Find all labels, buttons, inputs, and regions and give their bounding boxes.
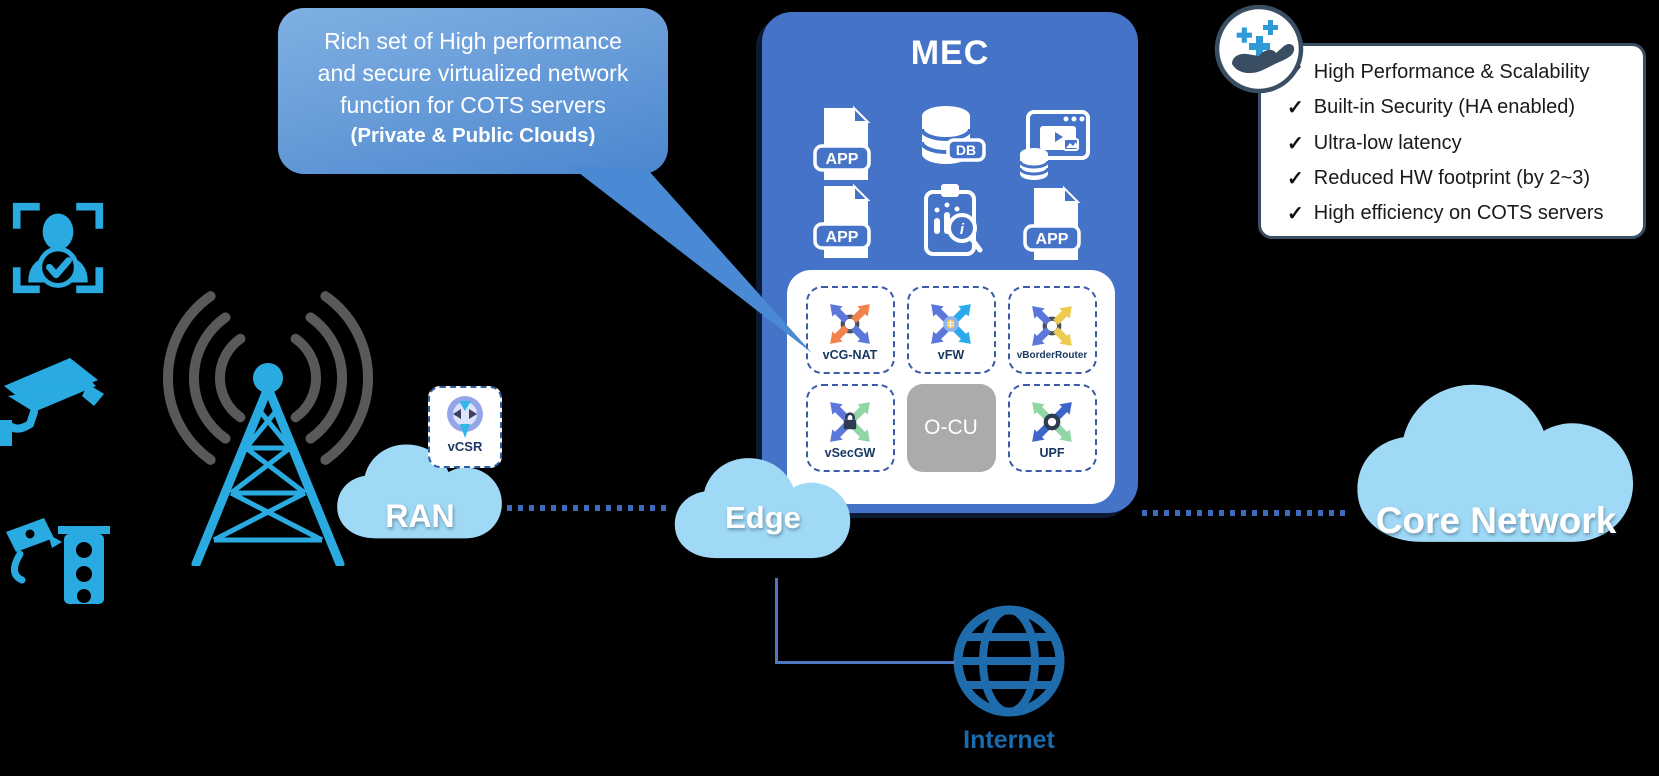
vnf-tile-vfw: vFW xyxy=(906,286,996,374)
vnf-tile-vborderrouter: vBorderRouter xyxy=(1007,286,1097,374)
benefit-text: Ultra-low latency xyxy=(1313,131,1462,154)
mec-core-dotted-link xyxy=(1142,510,1347,516)
vnf-tile-upf: UPF xyxy=(1007,384,1097,472)
firewall-arrows-icon xyxy=(931,304,971,344)
benefit-text: Reduced HW footprint (by 2~3) xyxy=(1313,166,1591,189)
ran-edge-dotted-link xyxy=(507,505,667,511)
vnf-tile-label: vCG-NAT xyxy=(822,348,878,362)
vcsr-label: vCSR xyxy=(447,439,483,454)
callout-line-2: and secure virtualized network xyxy=(317,60,629,86)
benefit-text: High efficiency on COTS servers xyxy=(1313,202,1604,224)
vnf-panel: vCG-NAT vFW xyxy=(787,270,1115,504)
svg-text:i: i xyxy=(960,221,965,238)
edge-internet-link-horizontal xyxy=(775,661,955,664)
benefit-item: ✓ Ultra-low latency xyxy=(1287,131,1633,156)
benefit-item: ✓ Built-in Security (HA enabled) xyxy=(1287,95,1633,120)
vnf-tile-label: UPF xyxy=(1039,446,1065,460)
radio-waves-icon xyxy=(162,291,374,465)
vcsr-tile: vCSR xyxy=(428,386,502,468)
hand-sparkles-icon xyxy=(1214,4,1304,94)
callout-pointer xyxy=(570,166,812,353)
checkmark-icon: ✓ xyxy=(1287,97,1304,120)
cell-tower-icon xyxy=(162,291,374,566)
mec-box: MEC APP DB xyxy=(762,12,1138,513)
checkmark-icon: ✓ xyxy=(1287,203,1304,225)
vnf-tile-label: vSecGW xyxy=(824,446,876,460)
benefit-text: High Performance & Scalability xyxy=(1313,61,1590,83)
face-recognition-icon xyxy=(12,202,104,294)
svg-text:APP: APP xyxy=(826,229,859,246)
vnf-tile-label: vFW xyxy=(937,348,965,362)
ran-label: RAN xyxy=(385,498,455,534)
callout-line-1: Rich set of High performance xyxy=(324,28,622,54)
callout-line-3: function for COTS servers xyxy=(340,92,606,118)
vnf-tile-vsecgw: vSecGW xyxy=(805,384,895,472)
checkmark-icon: ✓ xyxy=(1287,167,1304,190)
svg-text:APP: APP xyxy=(1036,231,1069,248)
vnf-tile-ocu: O-CU xyxy=(906,384,996,472)
traffic-camera-icon xyxy=(6,518,110,604)
secgw-lock-arrows-icon xyxy=(830,402,870,442)
vcsr-router-icon xyxy=(447,396,483,438)
cloud-icon xyxy=(1357,384,1634,542)
app-file-icon: APP xyxy=(1023,185,1081,260)
callout-line-4: (Private & Public Clouds) xyxy=(350,124,596,147)
callout-bubble: Rich set of High performance and secure … xyxy=(278,8,668,174)
app-file-icon: APP xyxy=(813,105,871,180)
internet-globe-icon xyxy=(953,605,1065,717)
benefits-box: ✓ High Performance & Scalability ✓ Built… xyxy=(1258,43,1646,239)
database-icon: DB xyxy=(920,106,986,164)
analytics-clipboard-icon: i xyxy=(924,184,983,256)
nat-arrows-icon xyxy=(830,304,870,344)
vnf-tile-label: O-CU xyxy=(924,416,978,439)
benefit-text: Built-in Security (HA enabled) xyxy=(1313,96,1575,119)
checkmark-icon: ✓ xyxy=(1287,132,1304,155)
mec-title: MEC xyxy=(910,34,990,72)
edge-internet-link-vertical xyxy=(775,578,778,663)
app-file-icon: APP xyxy=(813,183,871,258)
benefit-item: ✓ High Performance & Scalability xyxy=(1287,60,1633,85)
edge-label: Edge xyxy=(725,500,801,535)
cloud-icon xyxy=(674,458,851,559)
vnf-tile-vcg-nat: vCG-NAT xyxy=(805,286,895,374)
core-network-label: Core Network xyxy=(1375,500,1617,541)
svg-text:DB: DB xyxy=(956,142,976,158)
internet-label: Internet xyxy=(963,726,1055,754)
upf-arrows-icon xyxy=(1032,402,1072,442)
edge-cloud: Edge xyxy=(665,438,861,588)
benefit-item: ✓ Reduced HW footprint (by 2~3) xyxy=(1287,166,1633,191)
media-server-icon xyxy=(1018,110,1090,180)
core-network-cloud: Core Network xyxy=(1342,352,1650,590)
cctv-camera-icon xyxy=(0,358,104,446)
benefit-item: ✓ High efficiency on COTS servers xyxy=(1287,201,1633,226)
vnf-tile-label: vBorderRouter xyxy=(1016,349,1088,361)
svg-text:APP: APP xyxy=(826,151,859,168)
border-router-arrows-icon xyxy=(1032,305,1072,346)
